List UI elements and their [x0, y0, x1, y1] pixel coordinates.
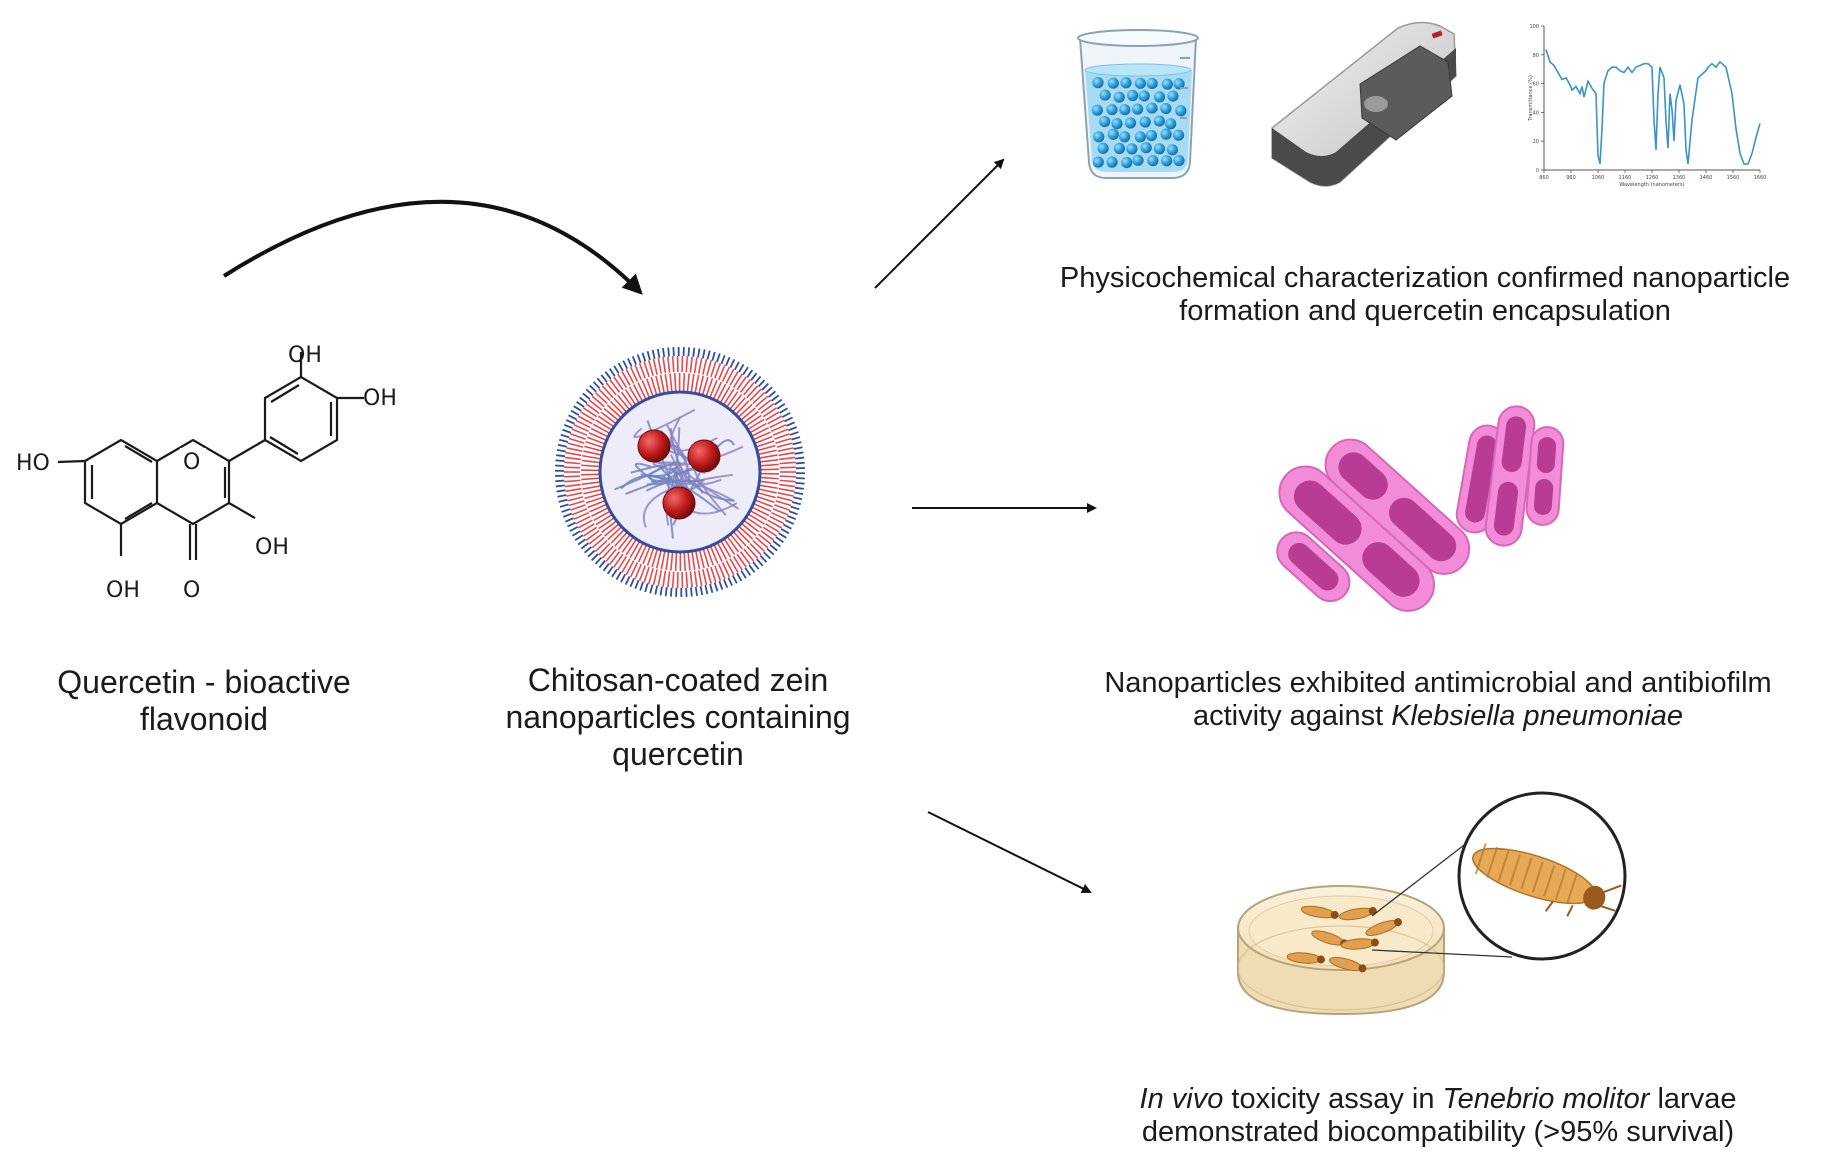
nanoparticle-illustration — [554, 346, 806, 598]
spectrum-xtick: 1260 — [1646, 175, 1659, 181]
spectrum-xtick: 1460 — [1700, 175, 1713, 181]
magnified-larva-inset — [1457, 791, 1627, 961]
caption-physicochemical: Physicochemical characterization confirm… — [1059, 262, 1791, 327]
spectrum-ytick: 40 — [1533, 110, 1539, 116]
spectrum-xtick: 1060 — [1592, 175, 1605, 181]
spectrum-ytick: 100 — [1529, 24, 1539, 30]
arrow-to-characterization — [874, 158, 1005, 289]
caption-quercetin: Quercetin - bioactive flavonoid — [57, 664, 351, 737]
bacteria-illustration — [1276, 405, 1565, 612]
oh-3-label: OH — [255, 535, 289, 560]
caption-nanoparticle: Chitosan-coated zein nanoparticles conta… — [505, 662, 851, 772]
ring-oxygen-label: O — [183, 450, 200, 475]
spectrum-ytick: 80 — [1533, 53, 1539, 59]
larva — [1338, 907, 1377, 921]
ho-7-label: HO — [16, 451, 50, 476]
spectrum-ytick: 60 — [1533, 82, 1539, 88]
curved-arrow — [222, 199, 643, 295]
caption-toxicity: In vivo toxicity assay in Tenebrio molit… — [1139, 1083, 1737, 1148]
spectrum-xlabel: Wavelength (nanometers) — [1619, 182, 1684, 188]
larva — [1365, 918, 1402, 936]
molecule-labels: O OH OH HO OH OH O — [16, 343, 397, 603]
spectrum-ytick: 20 — [1533, 139, 1539, 145]
spectrum-ylabel: Transmittance (%) — [1528, 75, 1534, 122]
petri-dish-illustration — [1237, 841, 1513, 1016]
spectrum-ytick: 0 — [1536, 168, 1539, 174]
larva — [1300, 905, 1339, 919]
larva — [1340, 938, 1379, 950]
spectrum-xtick: 1360 — [1673, 175, 1686, 181]
spectrum-xtick: 1160 — [1619, 175, 1632, 181]
larva — [1286, 952, 1325, 964]
quercetin-bead — [637, 429, 671, 463]
analyzer-instrument — [1271, 21, 1457, 187]
oh-4prime-label: OH — [363, 386, 397, 411]
spectrum-xtick: 860 — [1539, 175, 1549, 181]
spectrum-xtick: 960 — [1566, 175, 1576, 181]
oh-5-label: OH — [106, 578, 140, 603]
caption-antimicrobial: Nanoparticles exhibited antimicrobial an… — [1104, 667, 1772, 732]
larva — [1329, 956, 1367, 973]
spectrum-xtick: 1660 — [1754, 175, 1767, 181]
spectrum-line — [1545, 49, 1761, 165]
quercetin-bead — [687, 439, 721, 473]
carbonyl-oxygen-label: O — [183, 578, 200, 603]
quercetin-molecule — [57, 352, 364, 560]
beaker-illustration — [1077, 29, 1199, 179]
spectrum-xtick: 1560 — [1727, 175, 1740, 181]
quercetin-bead — [662, 486, 696, 520]
oh-3prime-label: OH — [288, 343, 322, 368]
arrow-to-toxicity — [927, 811, 1092, 893]
